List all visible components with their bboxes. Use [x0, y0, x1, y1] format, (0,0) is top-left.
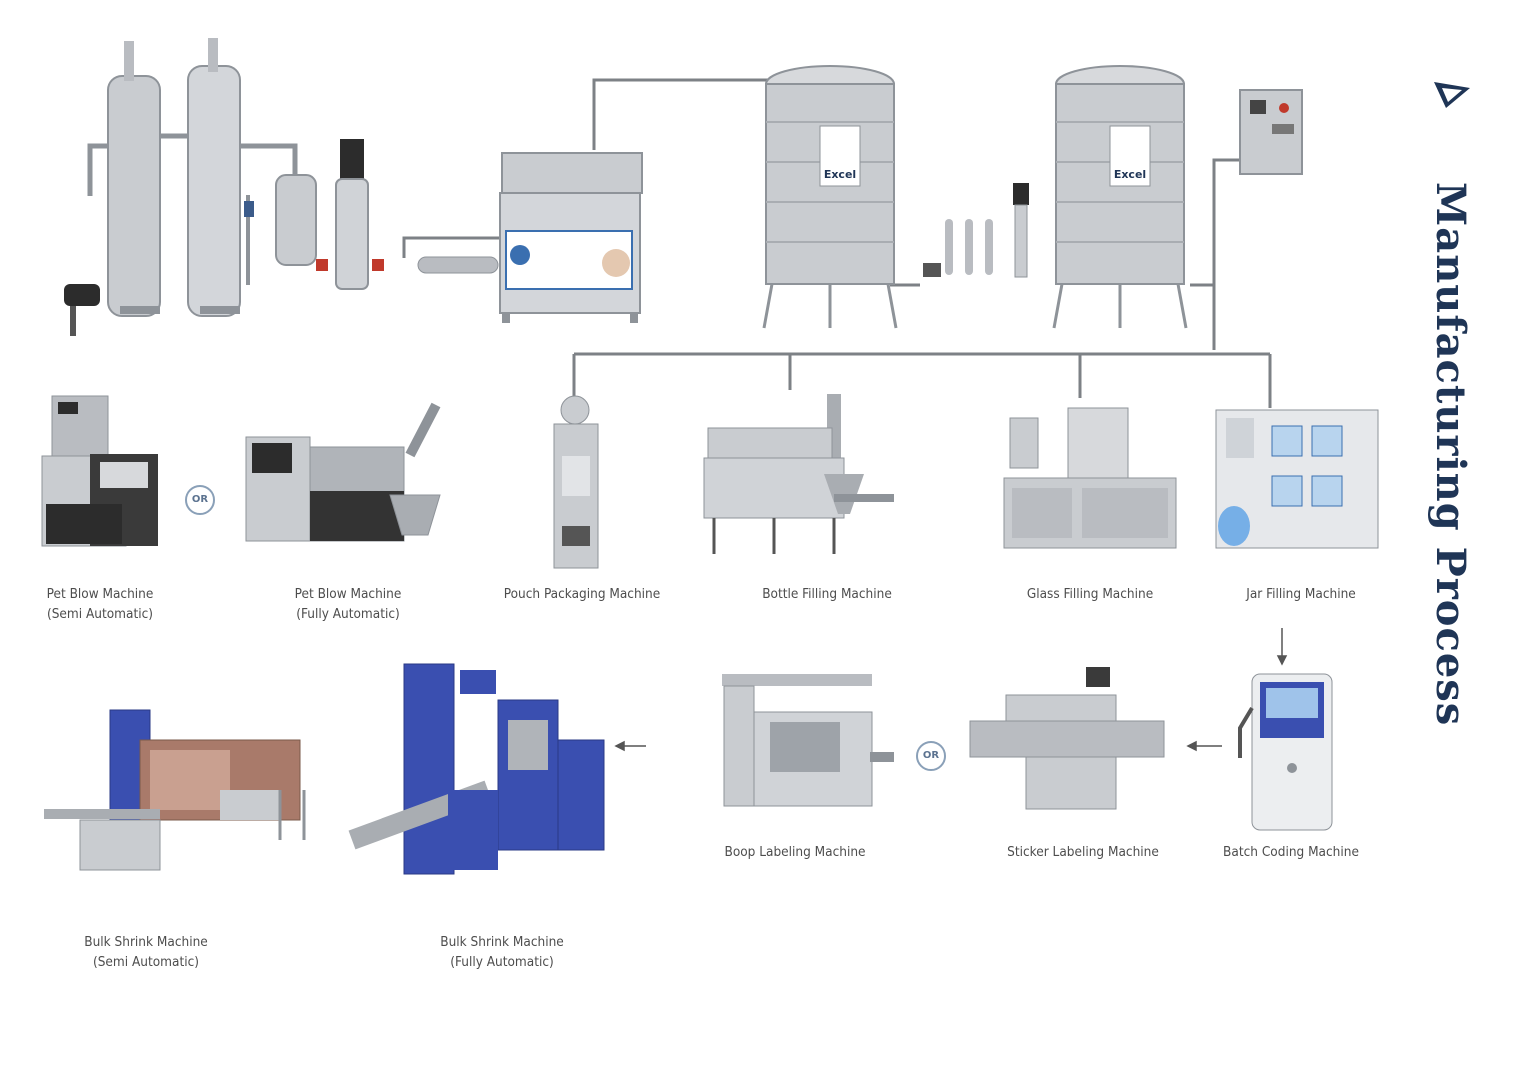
storage-tank-1: Excel	[762, 65, 898, 329]
label-boop-labeling: Boop Labeling Machine	[724, 844, 866, 860]
label-pet-blow-semi: Pet Blow Machine(Semi Automatic)	[46, 586, 154, 622]
bottle-filling-image	[703, 394, 894, 554]
or-badge-pet-blow: OR	[185, 485, 215, 515]
or-badge-labeling: OR	[916, 741, 946, 771]
bulk-shrink-semi-image	[44, 709, 306, 871]
storage-tank-2: Excel	[1052, 65, 1188, 329]
pet-blow-semi-image	[41, 395, 158, 547]
tank-logo-text: Excel	[1114, 168, 1146, 181]
label-glass-filling: Glass Filling Machine	[1026, 586, 1154, 602]
sand-carbon-filters	[64, 38, 298, 336]
control-panel	[1239, 89, 1303, 175]
uv-ozone-unit	[417, 152, 643, 323]
boop-labeling-image	[722, 674, 894, 807]
sticker-labeling-image	[969, 667, 1165, 810]
triangle-icon	[1434, 82, 1470, 108]
label-sticker-labeling: Sticker Labeling Machine	[1007, 844, 1159, 860]
batch-coding-image	[1238, 673, 1333, 831]
bulk-shrink-fully-image	[348, 663, 605, 875]
label-batch-coding: Batch Coding Machine	[1223, 844, 1359, 860]
cartridge-filters	[923, 183, 1029, 278]
label-bulk-shrink-semi: Bulk Shrink Machine(Semi Automatic)	[84, 934, 208, 970]
glass-filling-image	[1003, 407, 1177, 549]
page-title: Manufacturing Process	[1427, 182, 1474, 727]
label-pouch-packaging: Pouch Packaging Machine	[503, 586, 661, 602]
label-bottle-filling: Bottle Filling Machine	[762, 586, 892, 602]
label-jar-filling: Jar Filling Machine	[1246, 586, 1356, 602]
pet-blow-fully-image	[245, 402, 441, 542]
label-pet-blow-fully: Pet Blow Machine(Fully Automatic)	[294, 586, 402, 622]
label-bulk-shrink-fully: Bulk Shrink Machine(Fully Automatic)	[440, 934, 564, 970]
jar-filling-image	[1215, 409, 1379, 549]
micron-filter-pump	[244, 139, 384, 290]
pouch-packaging-image	[553, 395, 599, 569]
tank-logo-text: Excel	[824, 168, 856, 181]
